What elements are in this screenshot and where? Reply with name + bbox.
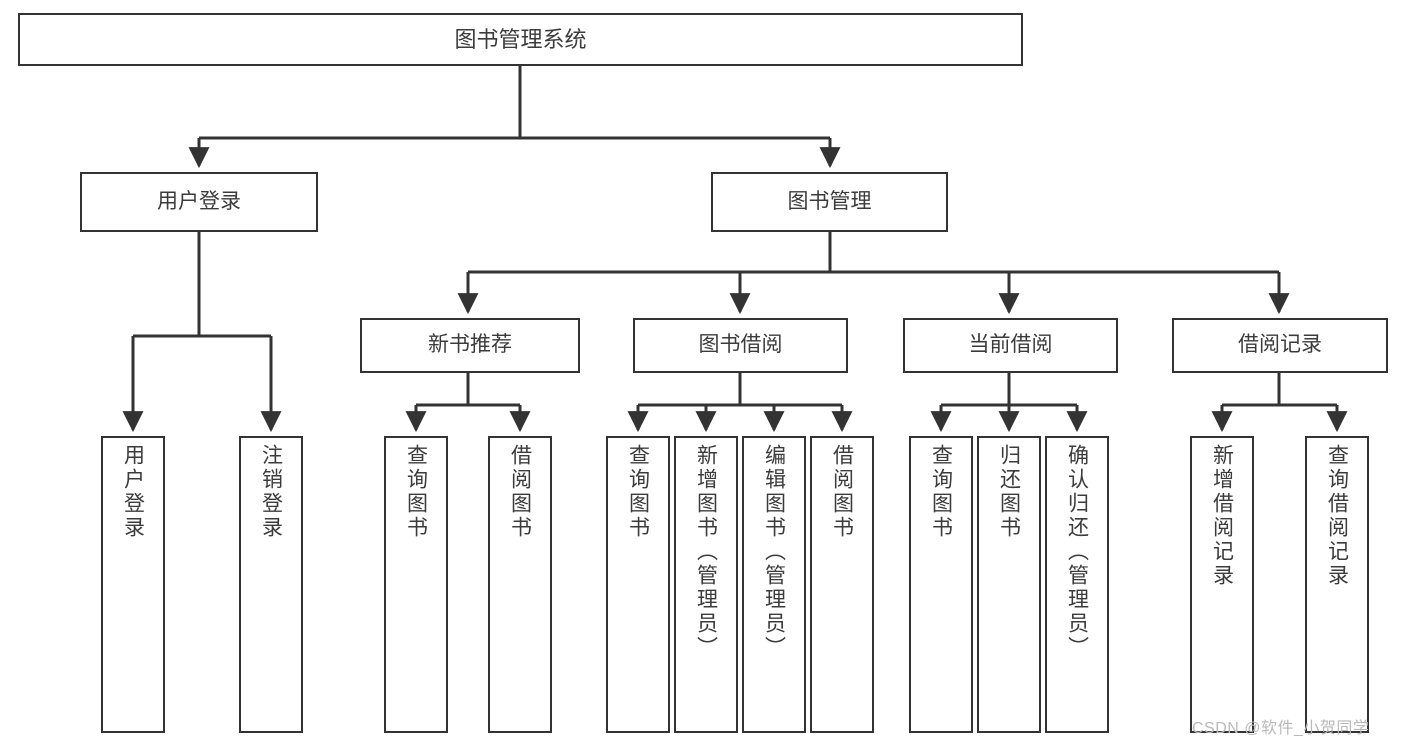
node-label: 新书推荐 — [428, 333, 512, 357]
node-label: 新增借阅记录 — [1210, 444, 1234, 588]
leaf-new-book-query[interactable]: 查询图书 — [384, 436, 448, 733]
node-label: 归还图书 — [997, 444, 1021, 540]
node-label: 编辑图书（管理员） — [762, 444, 786, 660]
node-root-system[interactable]: 图书管理系统 — [18, 13, 1023, 66]
leaf-book-borrow-lend[interactable]: 借阅图书 — [810, 436, 874, 733]
node-label: 借阅图书 — [508, 444, 532, 540]
node-current-borrow[interactable]: 当前借阅 — [903, 318, 1118, 373]
leaf-new-book-borrow[interactable]: 借阅图书 — [488, 436, 552, 733]
leaf-user-login-signin[interactable]: 用户登录 — [101, 436, 165, 733]
csdn-watermark: CSDN @软件_小贺同学 — [1192, 720, 1370, 737]
node-label: 借阅图书 — [830, 444, 854, 540]
leaf-book-borrow-query[interactable]: 查询图书 — [606, 436, 670, 733]
leaf-user-login-signout[interactable]: 注销登录 — [239, 436, 303, 733]
node-label: 注销登录 — [259, 444, 283, 540]
node-label: 查询图书 — [929, 444, 953, 540]
leaf-book-borrow-add[interactable]: 新增图书（管理员） — [674, 436, 738, 733]
node-label: 查询图书 — [404, 444, 428, 540]
node-book-borrow[interactable]: 图书借阅 — [633, 318, 848, 373]
node-label: 图书管理系统 — [454, 26, 587, 52]
node-label: 图书借阅 — [698, 333, 783, 357]
node-label: 图书管理 — [787, 189, 872, 213]
node-label: 用户登录 — [157, 189, 241, 213]
node-label: 查询图书 — [626, 444, 650, 540]
node-user-login[interactable]: 用户登录 — [80, 172, 318, 232]
node-label: 用户登录 — [121, 444, 145, 540]
node-label: 当前借阅 — [968, 333, 1053, 357]
leaf-borrow-record-add[interactable]: 新增借阅记录 — [1190, 436, 1254, 733]
leaf-current-borrow-return[interactable]: 归还图书 — [977, 436, 1041, 733]
leaf-current-borrow-confirm[interactable]: 确认归还（管理员） — [1045, 436, 1109, 733]
leaf-borrow-record-query[interactable]: 查询借阅记录 — [1305, 436, 1369, 733]
node-label: 确认归还（管理员） — [1065, 444, 1089, 660]
node-book-management[interactable]: 图书管理 — [711, 172, 948, 232]
leaf-current-borrow-query[interactable]: 查询图书 — [909, 436, 973, 733]
leaf-book-borrow-edit[interactable]: 编辑图书（管理员） — [742, 436, 806, 733]
node-label: 借阅记录 — [1238, 333, 1322, 357]
node-label: 查询借阅记录 — [1325, 444, 1349, 588]
node-label: 新增图书（管理员） — [694, 444, 718, 660]
node-new-book-recommend[interactable]: 新书推荐 — [360, 318, 580, 373]
node-borrow-record[interactable]: 借阅记录 — [1172, 318, 1388, 373]
